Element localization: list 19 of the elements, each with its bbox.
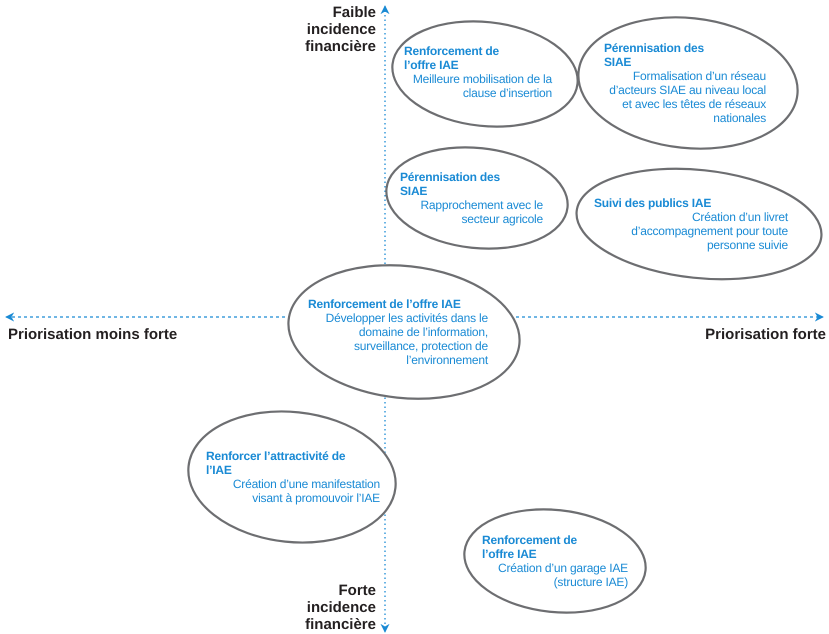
- node-heading: Renforcement de l’offre IAE: [308, 297, 462, 311]
- node-description: Développer les activités dans le domaine de l’information, surveillance, protection de l’environnement: [324, 311, 488, 367]
- node-heading: Pérennisation des SIAE: [400, 170, 500, 198]
- node-heading: Renforcement de l’offre IAE: [404, 44, 500, 72]
- node-description: Meilleure mobilisation de la clause d’insertion: [412, 72, 552, 100]
- ellipse-node: [184, 408, 400, 546]
- node-heading: Renforcer l’attractivité de l’IAE: [206, 449, 346, 477]
- node-heading: Pérennisation des SIAE: [604, 41, 704, 69]
- node-description: Création d’un livret d’accompagnement pour toute personne suivie: [630, 210, 788, 252]
- node-description: Création d’une manifestation visant à promouvoir l’IAE: [232, 477, 380, 505]
- axis-label: Priorisation forte: [704, 326, 826, 343]
- node-description: Rapprochement avec le secteur agricole: [419, 198, 543, 226]
- axis-label: Faible incidence financière: [304, 4, 376, 55]
- node-heading: Suivi des publics IAE: [594, 196, 712, 210]
- axis-label: Priorisation moins forte: [8, 326, 178, 343]
- node-heading: Renforcement de l’offre IAE: [482, 533, 578, 561]
- node-description: Création d’un garage IAE (structure IAE): [497, 561, 628, 589]
- node-description: Formalisation d’un réseau d’acteurs SIAE au niveau local et avec les têtes de réseaux nationales: [608, 69, 766, 125]
- axis-label: Forte incidence financière: [304, 582, 376, 633]
